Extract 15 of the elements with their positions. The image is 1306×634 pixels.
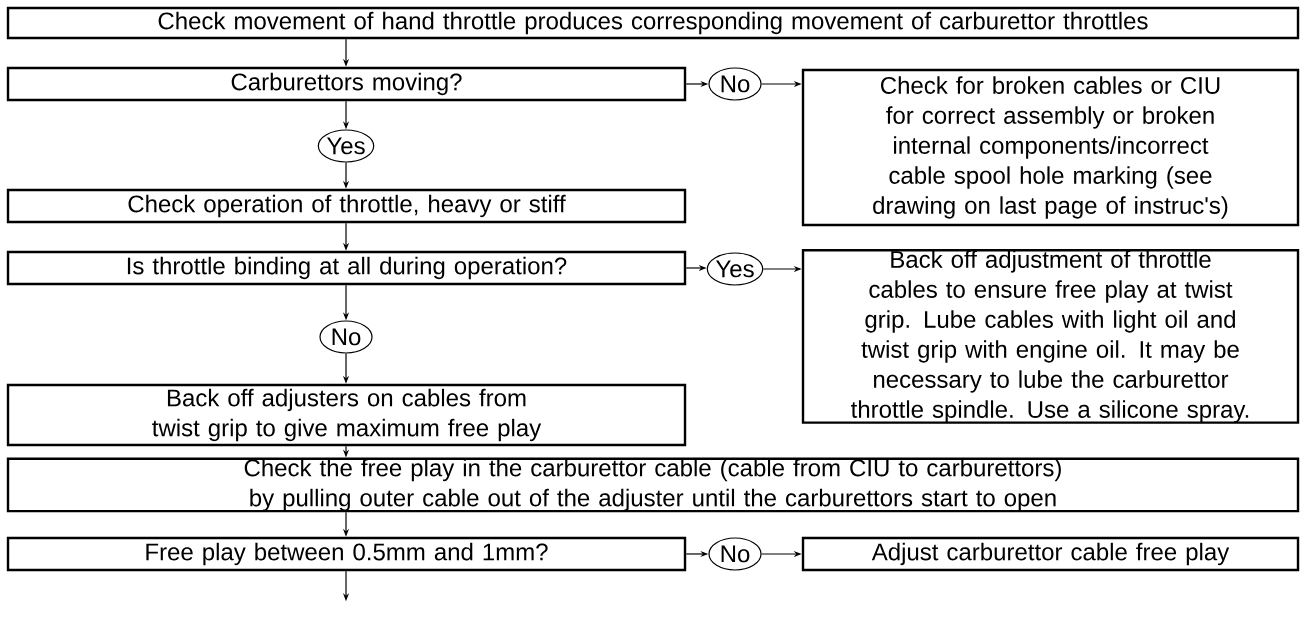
decision-oval: No <box>708 67 762 101</box>
process-box: Check movement of hand throttle produces corresponding movement of carburettor throttles <box>6 6 1300 40</box>
process-box: Free play between 0.5mm and 1mm? <box>6 536 687 572</box>
process-box: Check for broken cables or CIU for correct assembly or broken internal components/incorrect cable spool hole marking (see drawing on last page of instruc's) <box>801 68 1300 227</box>
process-box: Adjust carburettor cable free play <box>801 536 1300 572</box>
decision-oval: No <box>319 320 373 354</box>
decision-oval: No <box>708 537 762 571</box>
process-box: Back off adjustment of throttle cables to ensure free play at twist grip. Lube cables with light oil and twist grip with engine oil. It may be necessary to lube the carburettor throttle spindle. Use a silicone spray. <box>801 249 1300 424</box>
process-box: Carburettors moving? <box>6 66 687 102</box>
decision-oval: Yes <box>706 252 764 286</box>
process-box: Check operation of throttle, heavy or stiff <box>6 188 687 224</box>
process-box: Check the free play in the carburettor cable (cable from CIU to carburettors) by pulling outer cable out of the adjuster until the carburettors start to open <box>6 457 1300 513</box>
process-box: Back off adjusters on cables from twist grip to give maximum free play <box>6 383 687 447</box>
process-box: Is throttle binding at all during operation? <box>6 250 687 286</box>
decision-oval: Yes <box>317 129 375 163</box>
